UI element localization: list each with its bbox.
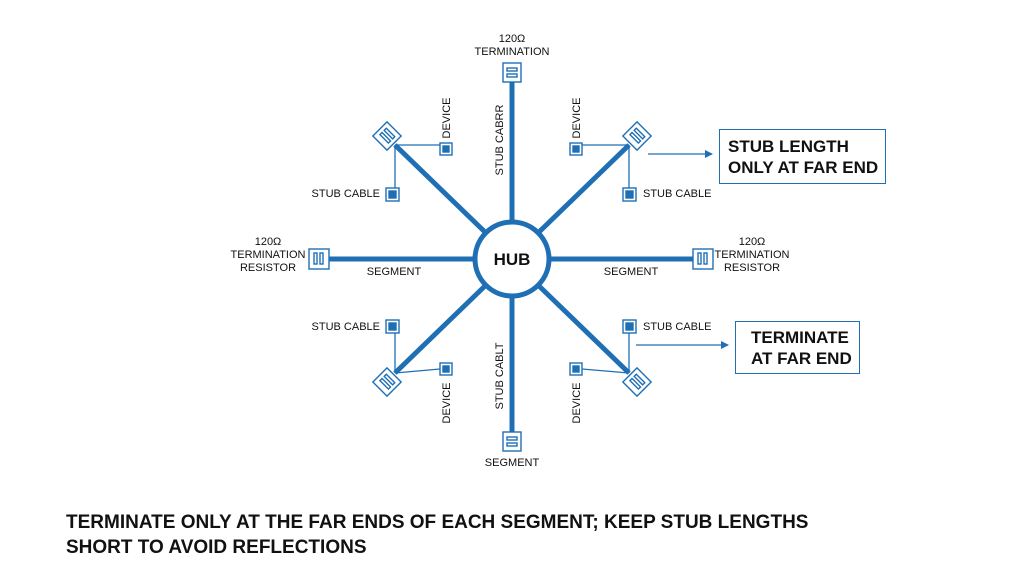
callout-stub-length: STUB LENGTH ONLY AT FAR END	[719, 129, 886, 184]
footer-note: TERMINATE ONLY AT THE FAR ENDS OF EACH S…	[66, 510, 966, 560]
hub[interactable]: HUB	[472, 219, 552, 299]
right-termination-label-2: TERMINATION	[715, 249, 790, 261]
device-node-lower-left	[439, 362, 453, 376]
terminator-left	[308, 248, 330, 270]
upper-left-device-label: DEVICE	[441, 98, 453, 139]
tap-connector-upper-right	[621, 120, 653, 152]
upper-right-stub-cable-label: STUB CABLE	[643, 188, 711, 200]
stub-node-lower-left	[385, 319, 400, 334]
left-termination-label-3: RESISTOR	[240, 262, 296, 274]
stub-node-lower-right	[622, 319, 637, 334]
lower-left-device-label: DEVICE	[441, 383, 453, 424]
callout-terminate-line1: TERMINATE	[751, 327, 849, 347]
callout-stub-length-line2: ONLY AT FAR END	[728, 157, 879, 177]
hub-label: HUB	[494, 250, 531, 269]
right-segment-label: SEGMENT	[604, 266, 659, 278]
stub-node-upper-left	[385, 187, 400, 202]
top-termination-label-1: 120Ω	[499, 33, 526, 45]
cable-lower-left	[393, 283, 488, 375]
left-termination-label-1: 120Ω	[255, 236, 282, 248]
top-termination-label-2: TERMINATION	[475, 46, 550, 58]
device-node-upper-right	[569, 142, 583, 156]
stub-nodes	[385, 187, 637, 334]
callout-terminate-line2: AT FAR END	[751, 348, 852, 368]
bottom-segment-label: SEGMENT	[485, 457, 540, 469]
footer-line1: TERMINATE ONLY AT THE FAR ENDS OF EACH S…	[66, 512, 809, 533]
main-cables	[329, 82, 693, 432]
stub-node-upper-right	[622, 187, 637, 202]
lower-right-stub-cable-label: STUB CABLE	[643, 321, 711, 333]
terminator-top	[502, 62, 522, 83]
bottom-stub-label: STUB CABLT	[494, 342, 506, 409]
cable-upper-left	[393, 143, 488, 235]
callout-stub-length-line1: STUB LENGTH	[728, 136, 849, 156]
cable-lower-right	[536, 283, 631, 375]
footer-line2: SHORT TO AVOID REFLECTIONS	[66, 537, 367, 558]
lower-right-device-label: DEVICE	[571, 383, 583, 424]
left-termination-label-2: TERMINATION	[231, 249, 306, 261]
upper-right-device-label: DEVICE	[571, 98, 583, 139]
top-stub-label: STUB CABRR	[494, 104, 506, 175]
right-termination-label-3: RESISTOR	[724, 262, 780, 274]
right-termination-label-1: 120Ω	[739, 236, 766, 248]
tap-connector-lower-left	[371, 366, 403, 398]
cable-upper-right	[536, 143, 631, 235]
upper-left-stub-cable-label: STUB CABLE	[312, 188, 380, 200]
tap-connector-upper-left	[371, 120, 403, 152]
left-segment-label: SEGMENT	[367, 266, 422, 278]
terminator-bottom	[502, 431, 522, 452]
device-node-lower-right	[569, 362, 583, 376]
device-nodes	[439, 142, 583, 376]
device-node-upper-left	[439, 142, 453, 156]
lower-left-stub-cable-label: STUB CABLE	[312, 321, 380, 333]
terminator-right	[692, 248, 714, 270]
tap-connector-lower-right	[621, 366, 653, 398]
callout-terminate: TERMINATE AT FAR END	[735, 321, 860, 374]
bus-topology-diagram: HUB	[231, 33, 790, 469]
